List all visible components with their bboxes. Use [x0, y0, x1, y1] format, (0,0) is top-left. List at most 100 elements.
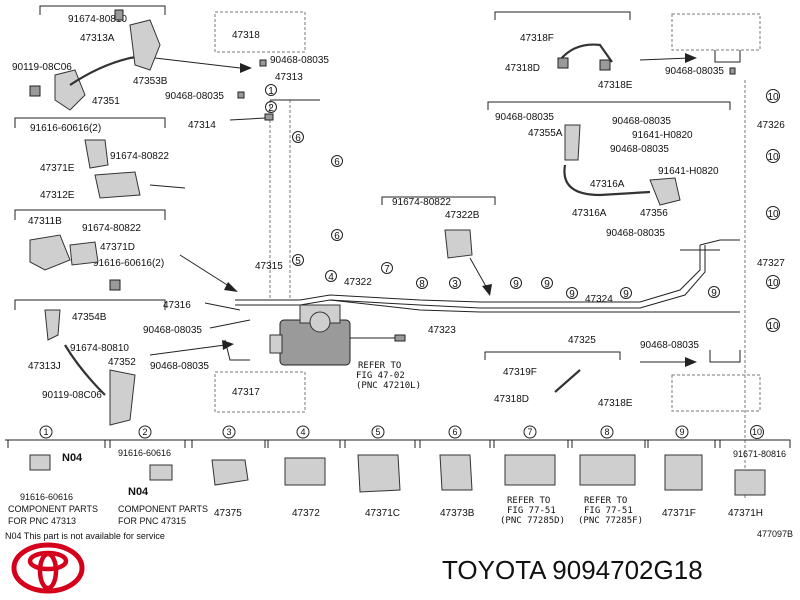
callout-9d: 9	[620, 287, 632, 300]
connector-plug	[394, 334, 406, 342]
legend-num-5: 5	[375, 427, 380, 437]
label-90468-08035-r1: 90468-08035	[665, 66, 724, 77]
label-47322: 47322	[344, 277, 372, 288]
clip-ref-shape-7	[504, 454, 556, 486]
group-top-left: 91674-80810 47313A 90119-08C06 47353B 47…	[12, 5, 252, 111]
group-right-mid: 90468-08035 90468-08035 47355A 91641-H08…	[487, 101, 731, 239]
clip-47371H-shape	[734, 469, 766, 496]
legend-cell-7: 7 REFER TO FIG 77-51 (PNC 77285D)	[493, 425, 569, 526]
callout-10e: 10	[766, 318, 780, 332]
svg-text:6: 6	[334, 157, 340, 168]
svg-text:6: 6	[334, 231, 340, 242]
legend-code-1: N04	[62, 452, 83, 464]
u-pipe-shape	[714, 50, 741, 63]
bracket-top-shape	[129, 19, 161, 71]
callout-10b: 10	[766, 149, 780, 163]
label-47371E: 47371E	[40, 163, 75, 174]
legend-cell-4: 4 47372	[267, 425, 341, 519]
svg-text:1: 1	[268, 86, 274, 97]
legend-desc1-2: COMPONENT PARTS	[118, 504, 208, 514]
clip-47371C-shape	[357, 454, 401, 493]
svg-text:10: 10	[767, 278, 779, 289]
legend-ref3-8: (PNC 77285F)	[578, 516, 643, 526]
washer-shape	[29, 454, 51, 471]
label-47311B: 47311B	[28, 216, 62, 227]
svg-text:8: 8	[419, 279, 425, 290]
legend-num-7: 7	[527, 427, 532, 437]
callout-5: 5	[292, 254, 304, 267]
legend-part-2: 91616-60616	[118, 448, 171, 458]
label-47325: 47325	[568, 335, 596, 346]
label-47316: 47316	[163, 300, 191, 311]
label-90468-08035-t2: 90468-08035	[165, 91, 224, 102]
label-47318E-top: 47318E	[598, 80, 633, 91]
bracket-47354B-shape	[44, 309, 61, 341]
label-91674-80822-a: 91674-80822	[110, 151, 169, 162]
label-47318F: 47318F	[520, 33, 554, 44]
label-90119-08C06-a: 90119-08C06	[12, 62, 72, 73]
callout-1: 1	[265, 84, 277, 97]
u-pipe-shape-b	[709, 350, 741, 363]
label-47353B: 47353B	[133, 76, 168, 87]
clip-icon-b	[237, 91, 245, 99]
group-top-right: 47318F 47318D 47318E 90468-08035 47326 4…	[494, 11, 785, 500]
label-91641-H0820-a: 91641-H0820	[632, 130, 693, 141]
svg-text:9: 9	[513, 279, 519, 290]
callout-2: 2	[265, 101, 277, 114]
svg-text:2: 2	[268, 103, 274, 114]
callout-9a: 9	[510, 277, 522, 290]
legend-part-4: 47372	[292, 508, 320, 519]
callout-8: 8	[416, 277, 428, 290]
legend-part-10: 47371H	[728, 508, 763, 519]
callout-10d: 10	[766, 275, 780, 289]
callout-9b: 9	[541, 277, 553, 290]
svg-text:3: 3	[452, 279, 458, 290]
legend-ref2-8: FIG 77-51	[584, 506, 633, 516]
toyota-logo-icon	[11, 542, 85, 594]
bracket-47356-shape	[649, 177, 681, 206]
legend-ref3-7: (PNC 77285D)	[500, 516, 565, 526]
label-91674-80822-b: 91674-80822	[82, 223, 141, 234]
legend-code-2: N04	[128, 486, 149, 498]
svg-text:10: 10	[767, 152, 779, 163]
label-47324: 47324	[585, 294, 613, 305]
refer-line3: (PNC 47210L)	[356, 381, 421, 391]
label-47318E-bot: 47318E	[598, 398, 633, 409]
label-90468-08035-r2: 90468-08035	[495, 112, 554, 123]
bracket-47311B-shape	[29, 234, 71, 271]
label-91616-60616-2b: 91616-60616(2)	[93, 258, 164, 269]
label-91641-H0820-b: 91641-H0820	[658, 166, 719, 177]
legend-cell-2: 2 91616-60616 N04 COMPONENT PARTS FOR PN…	[109, 425, 208, 526]
callout-6a: 6	[292, 131, 304, 144]
svg-text:9: 9	[569, 289, 575, 300]
label-47318D-top: 47318D	[505, 63, 540, 74]
callout-circles: 1 2 6 6 6 5 4 7 8 3 9 9 9 9 9 10 10 10 1…	[265, 84, 780, 332]
label-47327: 47327	[757, 258, 785, 269]
label-47314: 47314	[188, 120, 216, 131]
group-left-bottom: 47354B 91674-80810 47313J 47352 90119-08…	[14, 299, 234, 426]
clip-47371F-shape	[664, 454, 703, 491]
refer-line1: REFER TO	[358, 361, 401, 371]
svg-text:6: 6	[295, 133, 301, 144]
callout-6c: 6	[331, 229, 343, 242]
svg-text:5: 5	[295, 256, 301, 267]
bolt-shape-b	[29, 85, 41, 97]
label-47316A: 47316A	[590, 179, 625, 190]
bolt-shape-c	[109, 279, 121, 291]
diagram-id: 477097B	[757, 529, 793, 539]
legend-cell-5: 5 47371C	[344, 425, 416, 519]
fitting-shape-b	[599, 59, 611, 71]
label-47354B: 47354B	[72, 312, 107, 323]
clip-47373B-shape	[439, 454, 473, 491]
clip-icon	[259, 59, 267, 67]
label-47317: 47317	[232, 387, 260, 398]
hose-47319F	[554, 369, 581, 393]
clip-47371E-shape	[84, 139, 109, 169]
actuator-port	[269, 334, 283, 354]
legend-cell-10: 10 91671-80816 47371H	[719, 425, 791, 519]
label-47351: 47351	[92, 96, 120, 107]
label-90468-08035-m1: 90468-08035	[143, 325, 202, 336]
group-center-top: 47318 90468-08035 47313 90468-08035 4731…	[165, 11, 329, 300]
legend-desc1-1: COMPONENT PARTS	[8, 504, 98, 514]
